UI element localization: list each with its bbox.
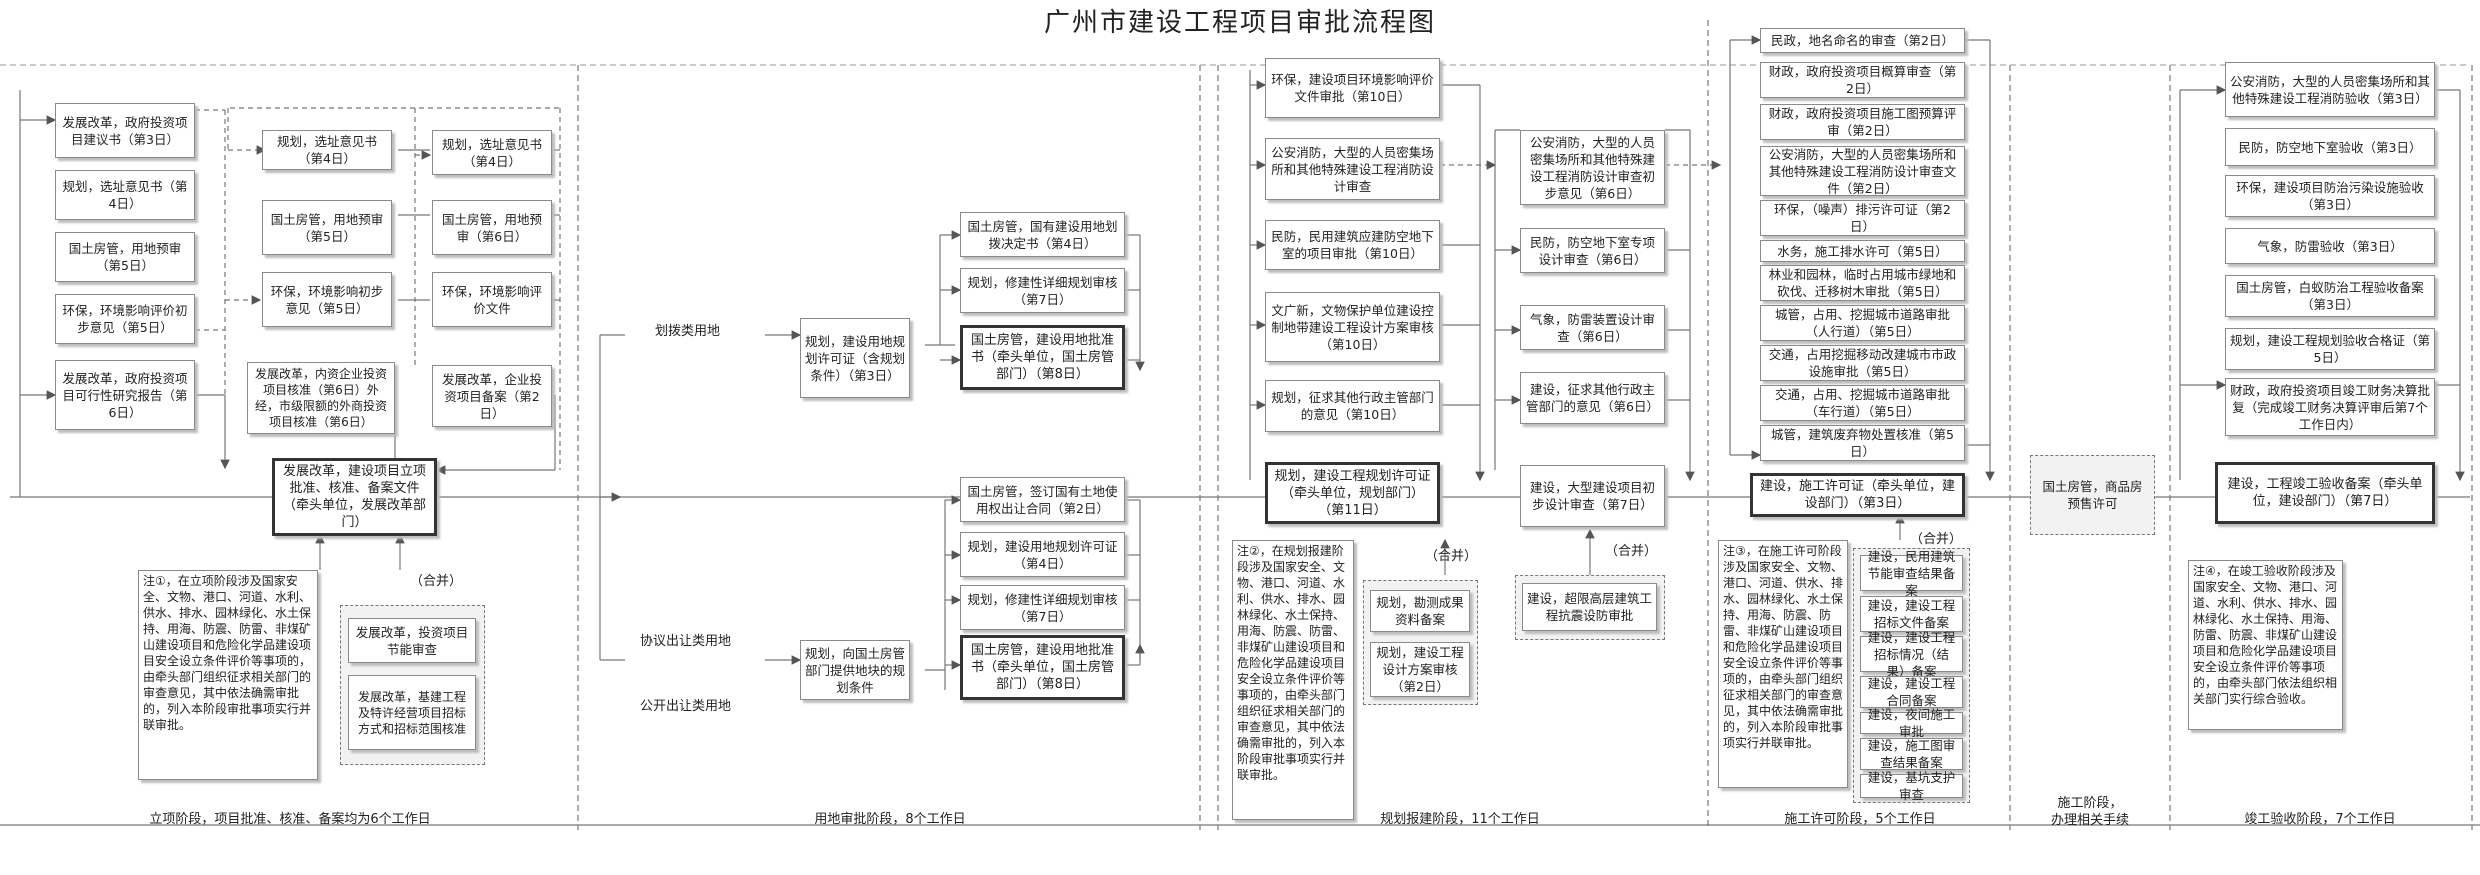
s4-greenland-box: 林业和园林，临时占用城市绿地和砍伐、迁移树木审批（第5日） <box>1760 265 1965 301</box>
s6-final-accounts-box: 财政，政府投资项目竣工财务决算批复（完成竣工财务决算评审后第7个工作日内） <box>2225 378 2435 436</box>
s4-waste-box: 城管，建筑废弃物处置核准（第5日） <box>1760 425 1965 461</box>
stage-label-planning: 规划报建阶段，11个工作日 <box>1380 812 1540 827</box>
s1-c-env-opinion-box: 环保，环境影响初步意见（第5日） <box>262 272 392 327</box>
s2-transfer-contract-box: 国土房管，签订国有土地使用权出让合同（第2日） <box>960 477 1125 522</box>
s6-fire-acceptance-box: 公安消防，大型的人员密集场所和其他特殊建设工程消防验收（第3日） <box>2225 62 2435 117</box>
s2-b-detail-plan-box: 规划，修建性详细规划审核（第7日） <box>960 585 1125 630</box>
s3-consult-other-box: 建设，征求其他行政主管部门的意见（第6日） <box>1520 372 1665 424</box>
s1-merge-label: （合并） <box>410 574 463 589</box>
s1-c-approval-box: 发展改革，内资企业投资项目核准（第6日）外经，市级限额的外商投资项目核准（第6日… <box>247 362 395 434</box>
s6-main-filing-box: 建设，工程竣工验收备案（牵头单位，建设部门）（第7日） <box>2215 462 2435 524</box>
s2-allocation-decision-box: 国土房管，国有建设用地划拨决定书（第4日） <box>960 212 1125 257</box>
stage-label-construction-line1: 施工阶段， <box>2057 796 2123 811</box>
s1-c-site-opinion-box: 规划，选址意见书（第4日） <box>262 130 392 170</box>
s2-planning-conditions-box: 规划，向国土房管部门提供地块的规划条件 <box>800 640 910 700</box>
s1-c-land-pretrial-box: 国土房管，用地预审（第5日） <box>262 200 392 255</box>
s4-fire-file-box: 公安消防，大型的人员密集场所和其他特殊建设工程消防设计审查文件（第2日） <box>1760 146 1965 196</box>
s3-merge-label: （合并） <box>1425 549 1478 564</box>
stage-label-land: 用地审批阶段，8个工作日 <box>814 812 966 827</box>
s5-presale-box: 国土房管，商品房预售许可 <box>2042 479 2143 511</box>
s6-lightning-acceptance-box: 气象，防雷验收（第3日） <box>2225 228 2435 264</box>
s1-feasibility-box: 发展改革，政府投资项目可行性研究报告（第6日） <box>55 360 195 430</box>
s4-note-box: 注③，在施工许可阶段涉及国家安全、文物、港口、河道、供水、排水、园林绿化、水土保… <box>1718 540 1848 788</box>
s1-energy-review-box: 发展改革，投资项目节能审查 <box>348 618 476 663</box>
s4-merge-label: （合并） <box>1910 532 1963 547</box>
s4-roadway-box: 交通，占用、挖掘城市道路审批（车行道）（第5日） <box>1760 385 1965 421</box>
s4-naming-box: 民政，地名命名的审查（第2日） <box>1760 28 1965 53</box>
s3-fire-design-box: 公安消防，大型的人员密集场所和其他特殊建设工程消防设计审查 <box>1265 138 1440 200</box>
s3-seismic-box: 建设，超限高层建筑工程抗震设防审批 <box>1522 583 1657 631</box>
s1-main-approval-box: 发展改革，建设项目立项批准、核准、备案文件（牵头单位，发展改革部门） <box>272 458 437 536</box>
s1-site-opinion-box: 规划，选址意见书（第4日） <box>55 170 195 220</box>
s4-pollution-permit-box: 环保，（噪声）排污许可证（第2日） <box>1760 200 1965 236</box>
s4-sidewalk-box: 城管，占用、挖掘城市道路审批（人行道）（第5日） <box>1760 305 1965 341</box>
s2-b-land-approval-box: 国土房管，建设用地批准书（牵头单位，国土房管部门）（第8日） <box>960 635 1125 700</box>
s3-lightning-review-box: 气象，防雷装置设计审查（第6日） <box>1520 305 1665 350</box>
s3-heritage-box: 文广新，文物保护单位建设控制地带建设工程设计方案审核（第10日） <box>1265 292 1440 362</box>
s1-bidding-approval-box: 发展改革，基建工程及特许经营项目招标方式和招标范围核准 <box>348 675 476 750</box>
s4-drainage-box: 水务，施工排水许可（第5日） <box>1760 240 1965 262</box>
land-agreement-label: 协议出让类用地 <box>640 634 732 649</box>
s1-env-opinion-box: 环保，环境影响评价初步意见（第5日） <box>55 294 195 344</box>
s4-facility-box: 交通，占用挖掘移动改建城市市政设施审批（第5日） <box>1760 345 1965 381</box>
s4-tender-result-box: 建设，建设工程招标情况（结果）备案 <box>1860 630 1963 679</box>
s3-civil-defense-box: 民防，民用建筑应建防空地下室的项目审批（第10日） <box>1265 220 1440 270</box>
s4-tender-doc-box: 建设，建设工程招标文件备案 <box>1860 596 1963 632</box>
s4-contract-box: 建设，建设工程合同备案 <box>1860 676 1963 708</box>
s6-planning-acceptance-box: 规划，建设工程规划验收合格证（第5日） <box>2225 328 2435 370</box>
s3-defense-review-box: 民防，防空地下室专项设计审查（第6日） <box>1520 228 1665 273</box>
s2-landuse-permit-box: 规划，建设用地规划许可证（含规划条件）（第3日） <box>800 318 910 398</box>
s6-defense-acceptance-box: 民防，防空地下室验收（第3日） <box>2225 128 2435 166</box>
s1-d-filing-box: 发展改革，企业投资项目备案（第2日） <box>432 365 552 427</box>
s6-note-box: 注④，在竣工验收阶段涉及国家安全、文物、港口、河道、水利、供水、排水、园林绿化、… <box>2188 560 2343 730</box>
s2-b-landuse-permit-box: 规划，建设用地规划许可证（第4日） <box>960 532 1125 577</box>
stage-label-construction-line2: 办理相关手续 <box>2050 813 2130 828</box>
s2-land-approval-box: 国土房管，建设用地批准书（牵头单位，国土房管部门）（第8日） <box>960 325 1125 390</box>
s3-note-box: 注②，在规划报建阶段涉及国家安全、文物、港口、河道、水利、供水、排水、园林绿化、… <box>1232 540 1354 820</box>
s1-land-pretrial-box: 国土房管，用地预审（第5日） <box>55 232 195 282</box>
s3-env-approval-box: 环保，建设项目环境影响评价文件审批（第10日） <box>1265 58 1440 118</box>
s1-d-land-pretrial-box: 国土房管，用地预审（第6日） <box>432 200 552 255</box>
stage-label-project: 立项阶段，项目批准、核准、备案均为6个工作日 <box>149 812 431 827</box>
s4-night-work-box: 建设，夜间施工审批 <box>1860 707 1963 739</box>
s3-fire-opinion-box: 公安消防，大型的人员密集场所和其他特殊建设工程消防设计审查初步意见（第6日） <box>1520 130 1665 205</box>
page-title: 广州市建设工程项目审批流程图 <box>1043 8 1436 38</box>
s1-d-site-opinion-box: 规划，选址意见书（第4日） <box>432 130 552 175</box>
land-allocation-label: 划拨类用地 <box>655 324 721 339</box>
s5-presale-group <box>2030 455 2155 535</box>
s4-energy-filing-box: 建设，民用建筑节能审查结果备案 <box>1860 549 1963 598</box>
s3-merge-label-2: （合并） <box>1605 544 1658 559</box>
s4-pit-support-box: 建设，基坑支护审查 <box>1860 770 1963 802</box>
s4-drawing-result-box: 建设，施工图审查结果备案 <box>1860 738 1963 770</box>
s4-budget-review-box: 财政，政府投资项目概算审查（第2日） <box>1760 62 1965 98</box>
s3-design-review-box: 规划，建设工程设计方案审核（第2日） <box>1370 642 1470 697</box>
s6-termite-box: 国土房管，白蚁防治工程验收备案（第3日） <box>2225 275 2435 317</box>
s1-proposal-box: 发展改革，政府投资项目建议书（第3日） <box>55 103 195 158</box>
s1-d-env-file-box: 环保，环境影响评价文件 <box>432 272 552 327</box>
s4-main-permit-box: 建设，施工许可证（牵头单位，建设部门）（第3日） <box>1750 473 1965 517</box>
s3-prelim-design-box: 建设，大型建设项目初步设计审查（第7日） <box>1520 465 1665 527</box>
s2-detail-plan-box: 规划，修建性详细规划审核（第7日） <box>960 268 1125 313</box>
land-public-label: 公开出让类用地 <box>640 699 732 714</box>
stage-label-construction-permit: 施工许可阶段，5个工作日 <box>1784 812 1936 827</box>
s4-drawing-budget-box: 财政，政府投资项目施工图预算评审（第2日） <box>1760 104 1965 140</box>
s3-main-permit-box: 规划，建设工程规划许可证（牵头单位，规划部门）（第11日） <box>1265 462 1440 524</box>
stage-label-acceptance: 竣工验收阶段，7个工作日 <box>2244 812 2396 827</box>
stage-label-construction: 施工阶段， 办理相关手续 <box>2051 795 2129 829</box>
s3-consult-box: 规划，征求其他行政主管部门的意见（第10日） <box>1265 380 1440 432</box>
s6-pollution-acceptance-box: 环保，建设项目防治污染设施验收（第3日） <box>2225 175 2435 217</box>
s1-note-box: 注①，在立项阶段涉及国家安全、文物、港口、河道、水利、供水、排水、园林绿化、水土… <box>138 570 318 780</box>
s3-survey-box: 规划，勘测成果资料备案 <box>1370 590 1470 632</box>
